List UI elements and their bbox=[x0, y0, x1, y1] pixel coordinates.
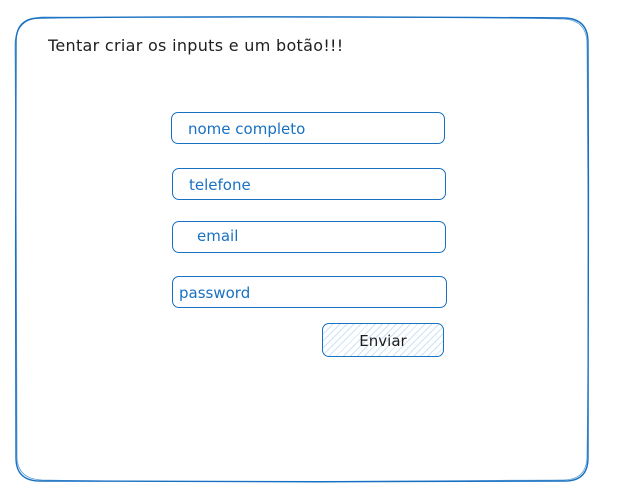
email-input-label: email bbox=[197, 227, 239, 245]
name-input-label: nome completo bbox=[188, 120, 306, 138]
page-heading: Tentar criar os inputs e um botão!!! bbox=[48, 36, 344, 55]
send-button-label: Enviar bbox=[359, 332, 407, 350]
frame-outline-second-stroke bbox=[14, 16, 589, 482]
password-input[interactable]: password bbox=[172, 276, 447, 308]
email-input[interactable]: email bbox=[172, 221, 446, 253]
password-input-label: password bbox=[179, 284, 251, 302]
phone-input[interactable]: telefone bbox=[172, 168, 446, 200]
name-input[interactable]: nome completo bbox=[171, 112, 445, 144]
frame-outline bbox=[14, 16, 590, 483]
send-button[interactable]: Enviar bbox=[322, 323, 444, 357]
phone-input-label: telefone bbox=[189, 176, 251, 194]
